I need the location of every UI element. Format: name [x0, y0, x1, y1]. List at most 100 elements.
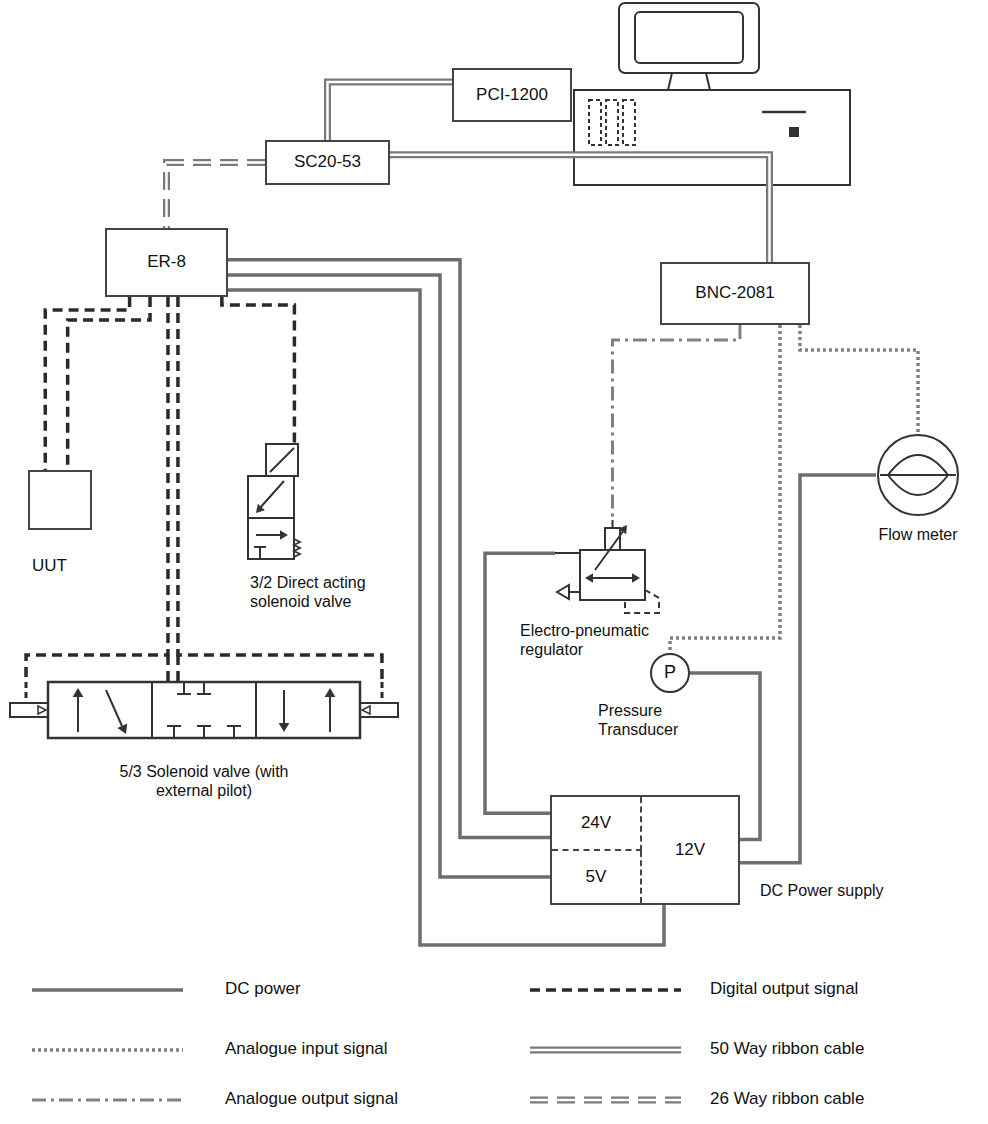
- part-label: Pressure Transducer: [598, 701, 708, 739]
- digital-output-wire: [530, 988, 681, 992]
- digital-output-wire: [68, 297, 150, 470]
- part-label: 5/3 Solenoid valve (with external pilot): [114, 762, 294, 800]
- analogue-output-wire: [32, 1099, 183, 1102]
- flow-meter-symbol: Flow meter: [876, 433, 960, 517]
- label-holder: BNC-2081: [695, 283, 774, 303]
- connector: [68, 297, 150, 470]
- daq-card-box: PCI-1200: [452, 68, 572, 122]
- label-holder: P: [664, 662, 676, 684]
- monitor-stand: [668, 73, 710, 90]
- connector: [26, 297, 168, 682]
- label-holder: SC20-53: [294, 152, 361, 172]
- legend-text: Analogue output signal: [225, 1089, 398, 1109]
- node-label: 12V: [675, 840, 705, 860]
- solenoid-valve-symbol: [8, 682, 400, 738]
- power-button: [790, 128, 798, 136]
- legend-sample: [528, 1035, 683, 1065]
- drive-slot: [762, 111, 806, 114]
- legend-sample: [30, 1035, 185, 1065]
- legend-text: Analogue input signal: [225, 1039, 388, 1059]
- connector: [228, 260, 552, 838]
- legend-sample: [528, 975, 683, 1005]
- part-label: UUT: [32, 556, 67, 576]
- legend-text: 50 Way ribbon cable: [710, 1039, 864, 1059]
- connector: [670, 325, 780, 653]
- analogue-input-wire: [32, 1048, 183, 1052]
- label-holder: 5/3 Solenoid valve (with external pilot): [114, 762, 294, 800]
- legend-sample: [30, 1085, 185, 1115]
- solenoid-valve-symbol: 5/3 Solenoid valve (with external pilot): [8, 682, 400, 738]
- legend-sample-line: [32, 990, 183, 991]
- digital-output-wire: [222, 297, 295, 443]
- power-wire: [228, 290, 664, 945]
- part-label: DC Power supply: [760, 881, 884, 900]
- ribbon-cable-core: [530, 1099, 681, 1102]
- analogue-input-wire: [670, 325, 780, 653]
- ribbon-cable-core: [328, 82, 453, 140]
- regulator-symbol: Electro-pneumatic regulator: [555, 520, 670, 615]
- ribbon-cable: [530, 1047, 681, 1054]
- label-holder: Pressure Transducer: [598, 701, 708, 739]
- expansion-slot: [589, 100, 601, 145]
- label-holder: Electro-pneumatic regulator: [520, 621, 665, 659]
- legend-sample-line: [530, 1100, 681, 1101]
- power-wire: [228, 275, 552, 877]
- node-label: 24V: [581, 813, 611, 833]
- relay-board-box: ER-8: [105, 228, 228, 297]
- connector: [222, 297, 295, 443]
- connector: [178, 297, 382, 682]
- legend-sample: [528, 1085, 683, 1115]
- connector: [228, 275, 552, 877]
- voltage-section: 24V: [552, 797, 642, 851]
- pilot-line: [176, 655, 180, 682]
- regulator-symbol: [555, 520, 670, 615]
- connector: [228, 290, 664, 945]
- voltage-section: 12V: [642, 797, 738, 903]
- analogue-input-wire: [800, 325, 918, 433]
- computer-case: [574, 90, 850, 185]
- ribbon-cable-core: [530, 1049, 681, 1052]
- label-holder: ER-8: [147, 252, 186, 272]
- label-holder: PCI-1200: [476, 85, 548, 105]
- legend-text: Digital output signal: [710, 979, 858, 999]
- label-holder: 12V: [675, 840, 705, 860]
- legend-text: DC power: [225, 979, 301, 999]
- legend-sample-line: [32, 1050, 183, 1051]
- ribbon-cable: [167, 163, 266, 229]
- power-wire: [32, 988, 183, 992]
- connector: [390, 155, 770, 262]
- digital-output-wire: [178, 297, 382, 682]
- analogue-output-wire: [613, 325, 740, 520]
- label-holder: DC Power supply: [760, 881, 920, 900]
- legend-sample-line: [530, 1050, 681, 1051]
- connector: [167, 163, 266, 229]
- part-label: 3/2 Direct acting solenoid valve: [250, 573, 405, 611]
- connector-block-box: BNC-2081: [660, 262, 810, 325]
- power-supply-box: DC Power supply24V12V5V: [550, 795, 740, 905]
- label-holder: 3/2 Direct acting solenoid valve: [250, 573, 405, 611]
- solenoid-valve-symbol: 3/2 Direct acting solenoid valve: [244, 443, 300, 560]
- digital-output-wire: [26, 297, 168, 682]
- connector: [800, 325, 918, 433]
- connector: [738, 475, 876, 863]
- legend-sample-line: [530, 990, 681, 991]
- terminal-block-box: SC20-53: [265, 140, 390, 185]
- label-holder: UUT: [32, 556, 112, 576]
- connector: [45, 297, 129, 470]
- ribbon-cable-core: [167, 163, 266, 229]
- pilot-line: [166, 655, 170, 682]
- legend-text: 26 Way ribbon cable: [710, 1089, 864, 1109]
- node-label: ER-8: [147, 252, 186, 272]
- flow-meter-symbol: [876, 433, 960, 517]
- ribbon-cable: [328, 82, 453, 140]
- screen: [635, 12, 743, 63]
- label-holder: 5V: [586, 867, 607, 887]
- expansion-slot: [606, 100, 618, 145]
- connector: [613, 325, 740, 520]
- connector: [328, 82, 453, 140]
- pilot-line: [168, 655, 178, 682]
